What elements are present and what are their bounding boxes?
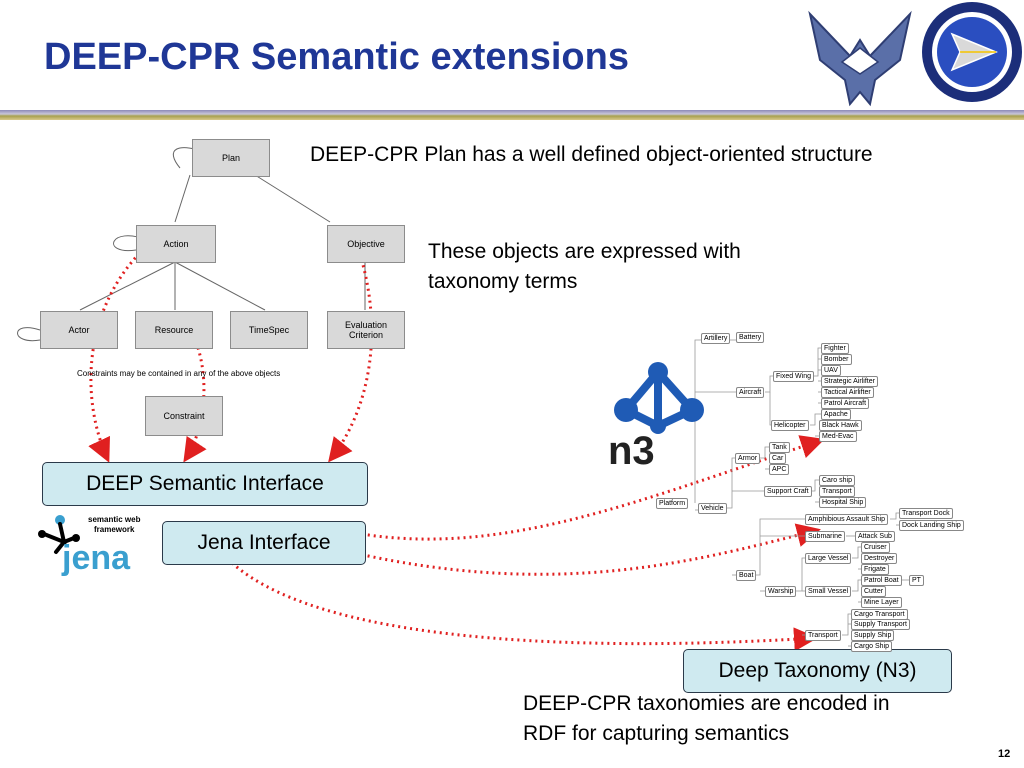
n3-logo: n3 [606,358,716,478]
tax-node-warship: Warship [765,586,797,597]
tax-node-cutter: Cutter [861,586,887,597]
uml-constraints-note: Constraints may be contained in any of t… [77,369,281,378]
uml-objective-box: Objective [327,225,405,263]
uml-evaluation-box: Evaluation Criterion [327,311,405,349]
tax-node-cruiser: Cruiser [861,542,890,553]
tax-node-frigate: Frigate [861,564,889,575]
tax-node-supply-ship: Supply Ship [851,630,895,641]
tax-node-submarine: Submarine [805,531,845,542]
tax-node-fixed-wing: Fixed Wing [773,371,815,382]
tax-node-helicopter: Helicopter [771,420,809,431]
tax-node-patrol-aircraft: Patrol Aircraft [821,398,870,409]
uml-evaluation-line2: Criterion [348,330,383,340]
jena-tagline-1: semantic web [88,515,141,524]
tax-node-artillery: Artillery [701,333,731,344]
jena-tagline-2: framework [94,525,135,534]
tax-node-vehicle: Vehicle [698,503,727,514]
air-force-wings-icon [808,10,912,107]
tax-node-uav: UAV [821,365,841,376]
rdf-text-line1: DEEP-CPR taxonomies are encoded in [523,692,890,715]
taxonomy-text-line1: These objects are expressed with [428,240,741,263]
tax-node-tank: Tank [769,442,790,453]
air-force-logo [808,2,1022,107]
tax-node-small-vessel: Small Vessel [805,586,852,597]
uml-links [17,147,366,342]
tax-node-fighter: Fighter [821,343,849,354]
tax-node-apc: APC [769,464,790,475]
tax-node-tactical-airlifter: Tactical Airlifter [821,387,874,398]
afrl-seal-icon [922,2,1022,102]
deep-taxonomy-box: Deep Taxonomy (N3) [683,649,952,693]
tax-node-car: Car [769,453,787,464]
uml-actor-box: Actor [40,311,118,349]
deep-semantic-interface-box: DEEP Semantic Interface [42,462,368,506]
tax-node-battery: Battery [736,332,765,343]
tax-node-armor: Armor [735,453,761,464]
slide-title: DEEP-CPR Semantic extensions [44,36,629,78]
semantic-arrows [88,235,825,652]
title-divider [0,110,1024,120]
tax-node-strategic-airlifter: Strategic Airlifter [821,376,878,387]
jena-logo: semantic web framework jena [34,512,144,582]
tax-node-support-craft: Support Craft [764,486,812,497]
tax-node-hospital-ship: Hospital Ship [819,497,867,508]
tax-node-boat: Boat [736,570,757,581]
tax-node-patrol-boat: Patrol Boat [861,575,902,586]
taxonomy-links [694,339,910,647]
tax-node-attack-sub: Attack Sub [855,531,895,542]
tax-node-amphibious: Amphibious Assault Ship [805,514,889,525]
tax-node-cargo-ship: Cargo Ship [851,641,893,652]
jena-feather-icon [38,515,80,554]
tax-node-large-vessel: Large Vessel [805,553,852,564]
uml-timespec-box: TimeSpec [230,311,308,349]
tax-node-bomber: Bomber [821,354,852,365]
jena-wordmark: jena [62,539,131,577]
tax-node-dock-landing: Dock Landing Ship [899,520,964,531]
tax-node-pt: PT [909,575,924,586]
tax-node-transport-dock: Transport Dock [899,508,953,519]
uml-plan-box: Plan [192,139,270,177]
tax-node-caro-ship: Caro ship [819,475,855,486]
rdf-text-line2: RDF for capturing semantics [523,722,790,745]
uml-evaluation-line1: Evaluation [344,320,388,330]
tax-node-supply-transport: Supply Transport [851,619,910,630]
tax-node-platform: Platform [656,498,689,509]
uml-constraint-box: Constraint [145,396,223,436]
n3-molecule-icon [614,362,704,434]
tax-node-mine-layer: Mine Layer [861,597,902,608]
plan-structure-text: DEEP-CPR Plan has a well defined object-… [310,143,873,166]
n3-wordmark: n3 [608,429,655,473]
tax-node-transport-2: Transport [805,630,841,641]
page-number: 12 [998,748,1011,760]
tax-node-black-hawk: Black Hawk [819,420,862,431]
uml-resource-box: Resource [135,311,213,349]
tax-node-destroyer: Destroyer [861,553,898,564]
uml-action-box: Action [136,225,216,263]
taxonomy-text-line2: taxonomy terms [428,270,578,293]
tax-node-aircraft: Aircraft [736,387,765,398]
tax-node-transport: Transport [819,486,855,497]
tax-node-med-evac: Med-Evac [819,431,857,442]
jena-interface-box: Jena Interface [162,521,366,565]
tax-node-apache: Apache [821,409,851,420]
